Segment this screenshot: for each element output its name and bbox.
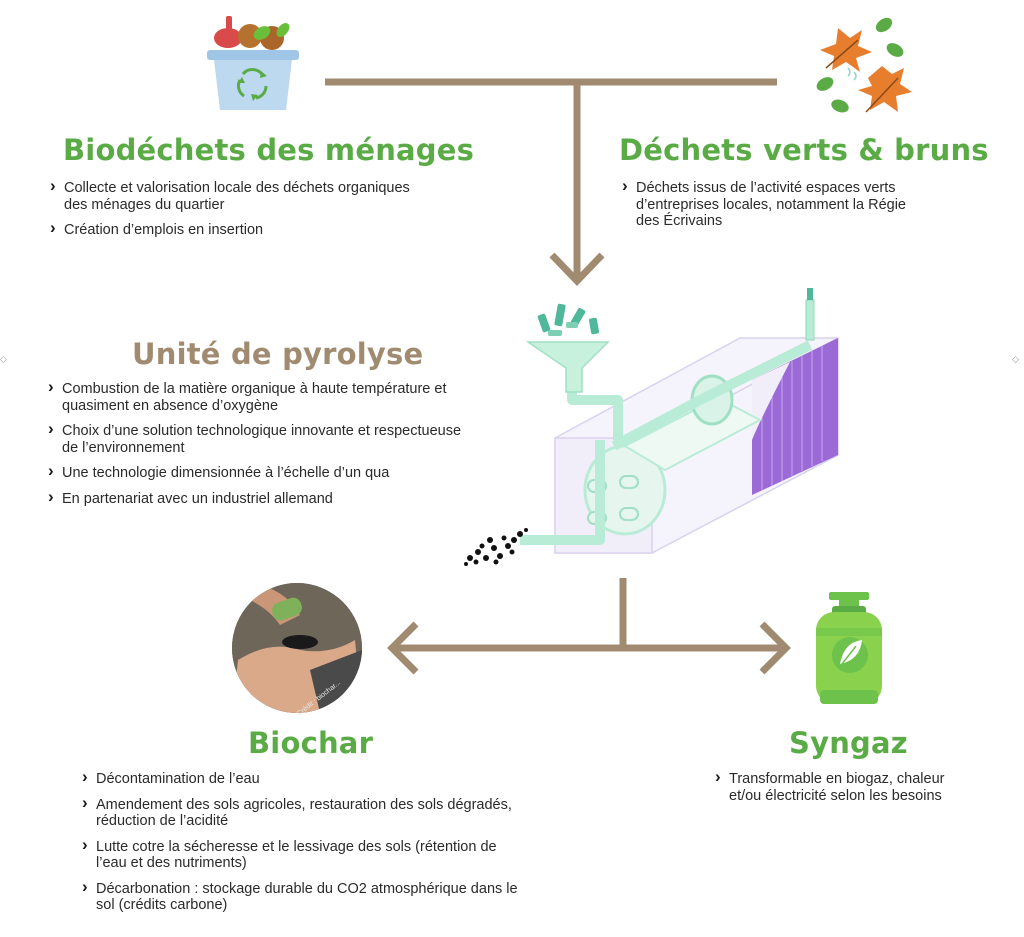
right-edge-marker: ◇ (1012, 354, 1019, 364)
list-item: Amendement des sols agricoles, restaurat… (82, 795, 522, 830)
biochar-list: Décontamination de l’eau Amendement des … (82, 769, 522, 923)
dechets-verts-list: Déchets issus de l’activité espaces vert… (622, 178, 922, 239)
biochar-hand-photo (232, 583, 362, 713)
list-item: Choix d’une solution technologique innov… (48, 421, 468, 456)
list-item: En partenariat avec un industriel allema… (48, 489, 468, 508)
syngaz-title: Syngaz (789, 726, 908, 760)
list-item: Création d’emplois en insertion (50, 220, 410, 239)
gas-cylinder-icon (816, 592, 882, 704)
pyrolysis-unit-illustration (464, 288, 839, 566)
list-item: Une technologie dimensionnée à l’échelle… (48, 463, 468, 482)
list-item: Lutte cotre la sécheresse et le lessivag… (82, 837, 522, 872)
pyrolyse-title: Unité de pyrolyse (132, 337, 424, 371)
biodechets-list: Collecte et valorisation locale des déch… (50, 178, 410, 248)
biodechets-title: Biodéchets des ménages (63, 133, 475, 167)
list-item: Décontamination de l’eau (82, 769, 522, 788)
list-item: Transformable en biogaz, chaleur et/ou é… (715, 769, 975, 804)
list-item: Déchets issus de l’activité espaces vert… (622, 178, 922, 230)
compost-bin-icon (207, 16, 299, 110)
left-edge-marker: ◇ (0, 354, 7, 364)
list-item: Décarbonation : stockage durable du CO2 … (82, 879, 522, 914)
autumn-leaves-icon (816, 17, 912, 113)
pyrolyse-list: Combustion de la matière organique à hau… (48, 379, 468, 516)
list-item: Combustion de la matière organique à hau… (48, 379, 468, 414)
top-connector-arrow (325, 78, 777, 287)
dechets-verts-title: Déchets verts & bruns (619, 133, 989, 167)
syngaz-list: Transformable en biogaz, chaleur et/ou é… (715, 769, 975, 813)
bottom-connector-arrows (387, 578, 791, 675)
biochar-title: Biochar (248, 726, 374, 760)
list-item: Collecte et valorisation locale des déch… (50, 178, 410, 213)
